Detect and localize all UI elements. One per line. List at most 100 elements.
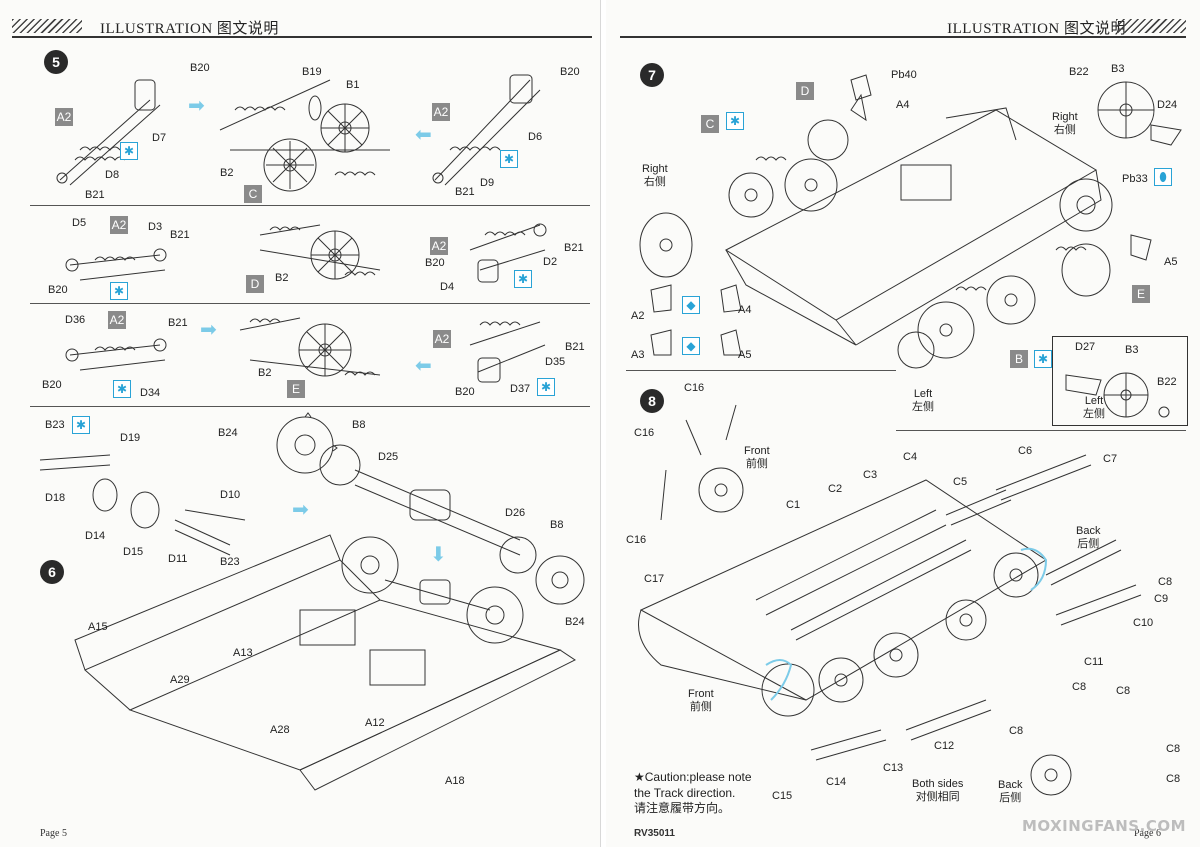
assembly-line-art-left [39, 74, 585, 791]
header-hatch-decoration [12, 19, 82, 33]
part-label: B20 [425, 257, 445, 269]
part-label: B22 [1069, 66, 1089, 78]
mirror-parts-diagram [650, 284, 742, 356]
part-label: D11 [168, 553, 188, 565]
track-assembly-step8 [638, 404, 1142, 796]
direction-label-right: Right 右侧 [642, 163, 668, 189]
part-label: B2 [220, 167, 234, 179]
direction-text-en: Front [688, 688, 714, 700]
instruction-page-5: ILLUSTRATION 图文说明 5 6 [12, 0, 601, 847]
page-title: ILLUSTRATION 图文说明 [100, 21, 279, 37]
part-label: A2 [631, 310, 645, 322]
glue-icon: ✱ [726, 112, 744, 130]
sprue-tag-a2: A2 [110, 216, 128, 234]
part-label: C3 [863, 469, 878, 481]
bogie-assembly-d35 [469, 321, 546, 383]
part-label: B23 [45, 419, 65, 431]
part-label: D27 [1075, 341, 1096, 353]
part-label: C9 [1154, 593, 1169, 605]
header-rule [620, 36, 1186, 38]
sprue-tag-a2: A2 [108, 311, 126, 329]
bogie-assembly-d2 [469, 223, 547, 283]
part-label: A18 [445, 775, 465, 787]
part-label: C4 [903, 451, 918, 463]
part-label: A15 [88, 621, 108, 633]
direction-text-zh: 左侧 [1083, 408, 1105, 421]
part-label: D9 [480, 177, 495, 189]
glue-icon: ✱ [514, 270, 532, 288]
step-6-badge: 6 [40, 560, 64, 584]
part-label: C8 [1072, 681, 1087, 693]
both-sides-text-zh: 对侧相同 [915, 791, 960, 804]
caution-line-3: 请注意履带方向。 [634, 801, 731, 816]
direction-label-back: Back 后侧 [1076, 525, 1100, 551]
page-number: 6 [1155, 828, 1161, 839]
part-label: C17 [644, 573, 665, 585]
part-label: A4 [738, 304, 752, 316]
part-label: C15 [772, 790, 793, 802]
step-7-badge: 7 [640, 63, 664, 87]
part-label: B20 [455, 386, 475, 398]
direction-text-zh: 左侧 [912, 401, 934, 414]
step-8-badge: 8 [640, 389, 664, 413]
highlight-track-segments [765, 547, 1048, 701]
part-label: D5 [72, 217, 87, 229]
part-label: D35 [545, 356, 566, 368]
direction-text-zh: 后侧 [999, 792, 1022, 805]
glue-icon: ✱ [113, 380, 131, 398]
part-label: D37 [510, 383, 531, 395]
part-label: C1 [786, 499, 801, 511]
bogie-assembly-d7 [56, 79, 161, 186]
header-hatch-decoration [1116, 19, 1186, 33]
bogie-assembly-b1 [219, 79, 390, 192]
page-footer-label: Page [1134, 828, 1154, 839]
glue-icon: ✱ [120, 142, 138, 160]
direction-text-zh: 前侧 [745, 458, 768, 471]
section-divider [30, 303, 590, 304]
part-label: C14 [826, 776, 847, 788]
sprue-tag-a2: A2 [433, 330, 451, 348]
part-label: A12 [365, 717, 385, 729]
glue-icon: ✱ [72, 416, 90, 434]
page-footer-label: Page [40, 828, 60, 839]
hull-assembly-step7 [639, 74, 1182, 369]
sprue-tag-a2: A2 [430, 237, 448, 255]
instruction-page-6: ILLUSTRATION 图文说明 7 8 [606, 0, 1200, 847]
hull-assembly-step6 [74, 534, 576, 791]
sprue-tag-d: D [246, 275, 264, 293]
direction-label-front: Front 前侧 [744, 445, 770, 471]
part-label: A5 [1164, 256, 1178, 268]
sprue-tag-c: C [244, 185, 262, 203]
page-title: ILLUSTRATION 图文说明 [947, 21, 1126, 37]
sprue-tag-c: C [701, 115, 719, 133]
part-label: A4 [896, 99, 910, 111]
part-label: C6 [1018, 445, 1033, 457]
part-label: C11 [1084, 656, 1104, 668]
part-label: B23 [220, 556, 240, 568]
direction-label-left: Left 左侧 [1083, 395, 1105, 421]
part-label: D25 [378, 451, 399, 463]
part-label: D14 [85, 530, 106, 542]
part-label: B24 [565, 616, 585, 628]
part-label: B20 [190, 62, 210, 74]
glue-icon: ✱ [537, 378, 555, 396]
section-divider [626, 370, 896, 371]
idler-axle-parts [39, 454, 246, 556]
header-rule [12, 36, 592, 38]
caution-line-2: the Track direction. [634, 785, 736, 800]
part-label: C5 [953, 476, 968, 488]
part-label: B3 [1111, 63, 1125, 75]
part-label: B20 [42, 379, 62, 391]
part-label: B2 [275, 272, 289, 284]
direction-text-en: Front [744, 445, 770, 457]
part-label: D36 [65, 314, 86, 326]
step-5-badge: 5 [44, 50, 68, 74]
part-label: Pb33 [1122, 173, 1148, 185]
part-label: C12 [934, 740, 955, 752]
part-label: B19 [302, 66, 322, 78]
both-sides-note: Both sides 对侧相同 [912, 778, 963, 804]
direction-label-right: Right 右侧 [1052, 111, 1078, 137]
part-label: Pb40 [891, 69, 917, 81]
sprue-tag-e: E [287, 380, 305, 398]
direction-text-en: Back [1076, 525, 1101, 537]
